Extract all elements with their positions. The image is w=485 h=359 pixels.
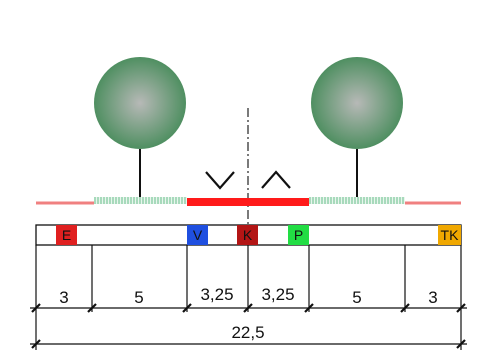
green-strip-left-hatch: [94, 197, 186, 204]
dimension-tick: [400, 303, 410, 313]
segment-dimension-label: 3: [59, 288, 68, 307]
dimension-tick: [456, 303, 466, 313]
zone-P-label: P: [294, 227, 303, 243]
extension-lines: [35, 245, 462, 350]
zone-TK: TK: [438, 225, 461, 245]
total-dimension-label: 22,5: [231, 323, 264, 342]
dimension-tick: [243, 303, 253, 313]
dimension-tick: [31, 339, 41, 349]
segment-dimension-label: 3: [428, 288, 437, 307]
zone-TK-label: TK: [441, 227, 460, 243]
zone-P: P: [288, 225, 309, 245]
direction-up-chevron-icon: [261, 170, 291, 189]
tree-left: [94, 57, 186, 197]
green-strip-right-hatch: [309, 197, 404, 204]
segment-dimension-label: 3,25: [200, 285, 233, 304]
zone-E-label: E: [62, 227, 71, 243]
tree-left-canopy: [94, 57, 186, 149]
direction-down-chevron-icon: [205, 171, 235, 190]
segment-dimension-label: 5: [352, 288, 361, 307]
zone-P-box: [288, 225, 309, 245]
dimension-tick: [456, 339, 466, 349]
zone-K-label: K: [243, 227, 253, 243]
total-dimension: 22,5: [30, 323, 467, 349]
dimension-tick: [304, 303, 314, 313]
zone-E: E: [56, 225, 77, 245]
segment-dimension-label: 5: [134, 288, 143, 307]
tree-right: [311, 57, 403, 197]
zone-K: K: [237, 225, 258, 245]
zone-TK-box: [438, 225, 461, 245]
roadway: [187, 198, 309, 206]
zone-V-box: [187, 225, 208, 245]
zone-E-box: [56, 225, 77, 245]
dimension-tick: [87, 303, 97, 313]
segment-dimension-label: 3,25: [261, 285, 294, 304]
green-strip-right: [309, 197, 405, 204]
zone-V: V: [187, 225, 208, 245]
dimension-tick: [182, 303, 192, 313]
dimension-tick: [31, 303, 41, 313]
segment-ticks: [31, 303, 466, 313]
zone-K-box: [237, 225, 258, 245]
tree-right-canopy: [311, 57, 403, 149]
zone-V-label: V: [193, 227, 203, 243]
street-surface: [36, 197, 461, 206]
segment-dimensions: 3 5 3,25 3,25 5 3: [30, 285, 467, 313]
